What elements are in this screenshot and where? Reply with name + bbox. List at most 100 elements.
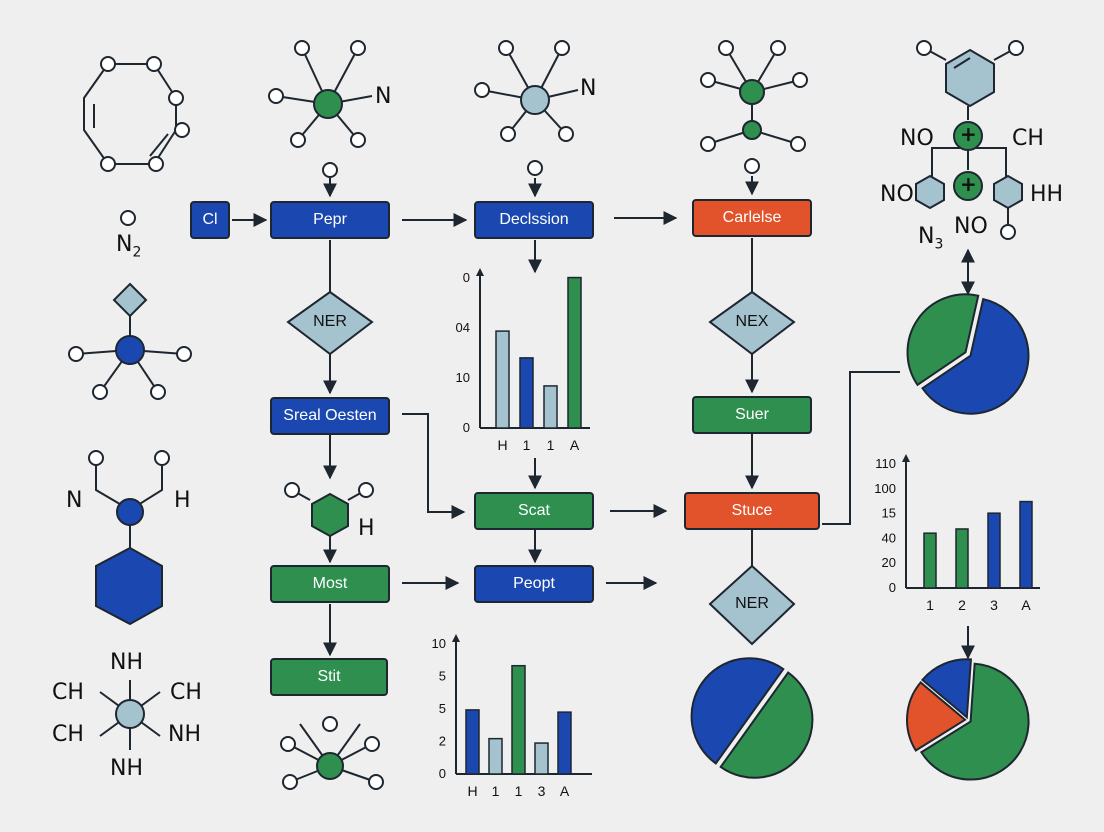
x-tick-label: 3 [538,783,546,799]
y-axis-arrowhead [902,454,910,462]
connector-stuce-to-pie [822,371,900,525]
nex-diamond-label: NEX [735,313,769,330]
x-tick-label: 3 [990,597,998,613]
y-axis-arrowhead [452,634,460,642]
right-hh-label: HH [1030,182,1064,207]
y-tick-label: 04 [456,320,470,335]
ner-diamond-2 [708,564,796,646]
right-no-3-label: NO [954,214,988,239]
bottom-ch-2-label: CH [170,680,202,705]
bar [511,664,526,775]
pie-slice [921,658,973,720]
bar [534,742,549,775]
stuce-process-box: Stuce [684,492,820,530]
pie-chart-3 [906,658,1030,781]
y-tick-label: 5 [439,669,446,684]
decision-process-box: Declssion [474,201,594,239]
bottom-nh-top-label: NH [110,650,143,675]
y-tick-label: 2 [439,734,446,749]
x-tick-label: A [570,437,580,453]
right-n3-label: N3 [918,224,943,252]
star-molecule-left [68,282,192,400]
y-tick-label: 100 [874,481,896,496]
bottom-molecule-center [280,716,384,790]
suer-process-box: Suer [692,396,812,434]
scat-process-box: Scat [474,492,594,530]
ner-diamond-label-1: NER [313,313,347,330]
x-tick-label: 1 [523,437,531,453]
hexagon-molecule-center [284,482,374,538]
cross-molecule-bottom-left [99,680,161,750]
x-tick-label: H [467,783,477,799]
right-ch-label: CH [1012,126,1044,151]
top-molecule-1 [268,40,373,178]
hex-h-label: H [358,516,375,541]
bar [557,711,572,775]
top-molecule-2 [474,40,579,176]
left-mol-h-label: H [174,488,191,513]
bottom-nh-right-label: NH [168,722,201,747]
ring-molecule-top-left [83,56,190,172]
bar [488,737,503,775]
x-tick-label: 1 [492,783,500,799]
sreal-process-box: Sreal Oesten [270,397,390,435]
y-tick-label: 0 [439,766,446,781]
y-tick-label: 20 [882,555,896,570]
bar [923,532,937,589]
y-tick-label: 10 [456,370,470,385]
connector-sreal-to-scat [402,413,466,519]
y-tick-label: 0 [889,580,896,595]
bar [567,276,582,429]
most-process-box: Most [270,565,390,603]
right-n3-subscript: 3 [934,236,944,253]
right-n3-symbol: N [918,224,935,249]
top-mol-1-n-label: N [375,84,392,109]
right-no-1-label: NO [900,126,934,151]
top-molecule-3 [700,40,808,174]
x-tick-label: 1 [547,437,555,453]
bottom-ch-3-label: CH [52,722,84,747]
x-tick-label: A [1021,597,1031,613]
bar [955,528,969,589]
plus-label-1: + [960,122,977,146]
left-mol-n-label: N [66,488,83,513]
pie-chart-2 [690,657,814,779]
bar [519,357,534,429]
x-tick-label: 1 [515,783,523,799]
top-mol-2-n-label: N [580,76,597,101]
pepr-process-box: Pepr [270,201,390,239]
y-tick-label: 5 [439,701,446,716]
y-tick-label: 110 [875,456,896,471]
hexagon-molecule-left [88,450,170,626]
pie-slice [719,671,814,779]
ner-diamond-1 [286,290,374,356]
bar [495,330,510,429]
bar [987,512,1001,589]
bottom-ch-1-label: CH [52,680,84,705]
x-tick-label: 2 [958,597,966,613]
pie-chart-1 [906,293,1030,415]
n2-label: N2 [116,232,141,260]
bar [465,709,480,775]
bottom-nh-bottom-label: NH [110,756,143,781]
pie-slice [906,681,967,752]
bar [1019,500,1033,589]
y-tick-label: 0 [463,420,470,435]
x-tick-label: 1 [926,597,934,613]
right-no-2-label: NO [880,182,914,207]
n2-atom [120,210,136,226]
ner-diamond-label-2: NER [735,595,769,612]
y-tick-label: 10 [432,636,446,651]
complex-molecule-top-right [915,40,1024,240]
peopt-process-box: Peopt [474,565,594,603]
pie-slice [906,293,980,387]
stit-process-box: Stit [270,658,388,696]
plus-label-2: + [960,172,977,196]
input-node-box: Cl [190,201,230,239]
pie-slice [921,297,1030,415]
n2-symbol: N [116,232,133,257]
